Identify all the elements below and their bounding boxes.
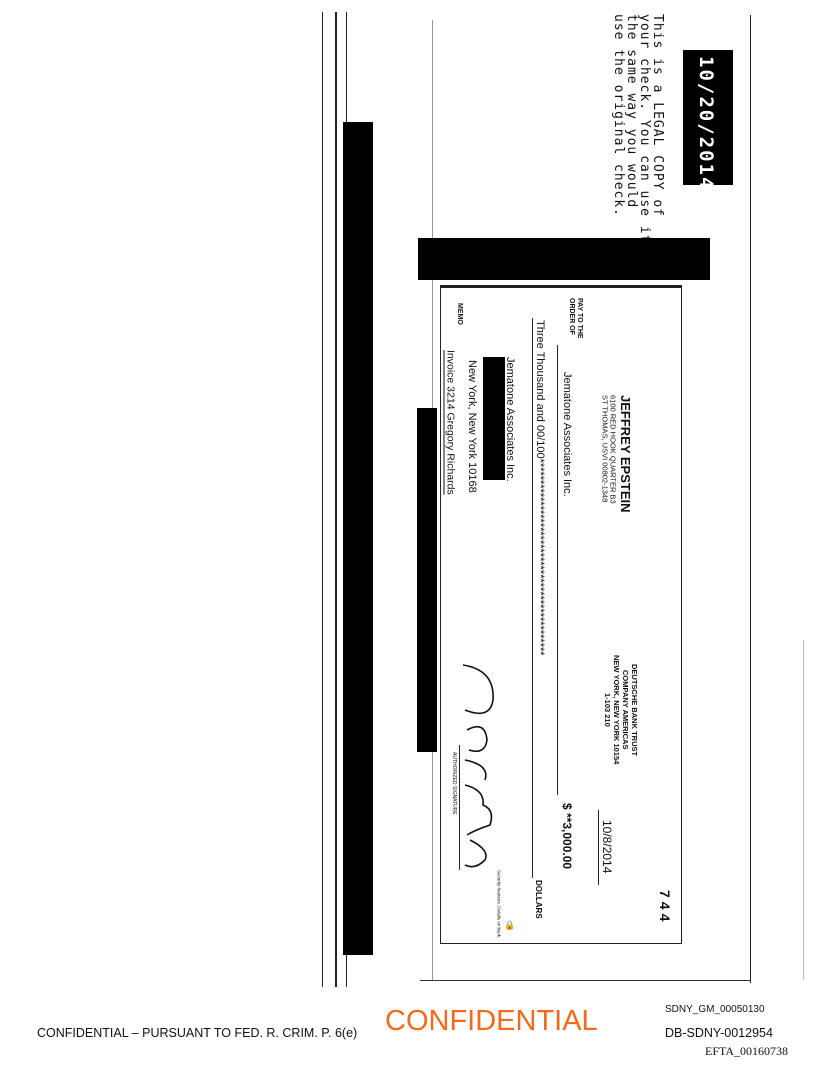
address-city: New York, New York 10168 [466,360,478,493]
confidential-stamp: CONFIDENTIAL [385,1005,598,1037]
dollars-label: DOLLARS [534,880,543,919]
scan-border-line [335,12,337,987]
notice-line: your check. You can use it [637,14,652,244]
payee: Jematone Associates Inc. [561,372,573,497]
legal-copy-notice: This is a LEGAL COPY of your check. You … [611,14,665,244]
bates-number: SDNY_GM_00050130 [665,1004,765,1015]
scan-border-line [750,15,751,983]
scan-edge-line [803,640,804,980]
date-underline [598,810,599,885]
signature-label: AUTHORIZED SIGNATURE [451,752,457,815]
scan-bottom-line [420,980,751,981]
amount-line [532,318,533,878]
payer-address: ST THOMAS, USVI 00802-1348 [600,395,610,503]
memo: Invoice 3214 Gregory Richards [444,350,457,495]
confidential-notice: CONFIDENTIAL – PURSUANT TO FED. R. CRIM.… [37,1026,358,1040]
check [440,285,682,944]
redaction-bar [418,238,710,280]
scan-border-line [322,12,323,987]
notice-line: the same way you would [624,14,639,209]
bank-line: 1-103 210 [603,692,612,727]
signature [462,664,494,868]
bank-line: COMPANY AMERICAS [621,669,630,750]
payer-address: 6100 RED HOOK QUARTER B3 [608,395,618,504]
notice-date: 10/20/2014 [695,56,717,191]
bank-line: NEW YORK, NEW YORK 10154 [612,655,621,765]
redaction-bar [483,357,505,480]
bates-number: DB-SDNY-0012954 [665,1026,773,1040]
memo-label: MEMO [456,303,463,325]
notice-line: This is a LEGAL COPY of [650,14,665,218]
redaction-bar [343,122,373,955]
amount-words: Three Thousand and 00/100***************… [534,320,545,656]
pay-to-label: PAY TO THE ORDER OF [568,298,583,339]
efta-number: EFTA_00160738 [705,1044,789,1058]
amount: $ **3,000.00 [560,803,574,870]
bank-line: DEUTSCHE BANK TRUST [630,663,639,756]
signature-line [459,745,460,870]
payer-name: JEFFREY EPSTEIN [618,395,633,513]
security-note: Security features. Details on back. [496,870,502,939]
padlock-icon: 🔒 [506,920,516,931]
redaction-bar [417,408,437,752]
notice-date-block: 10/20/2014 [683,50,733,190]
address-name: Jematone Associates Inc. [504,357,516,482]
payee-line [557,345,558,795]
check-number: 744 [657,890,673,926]
bank-info: DEUTSCHE BANK TRUST COMPANY AMERICAS NEW… [603,655,639,764]
check-date: 10/8/2014 [600,820,614,874]
notice-line: use the original check. [611,14,626,218]
